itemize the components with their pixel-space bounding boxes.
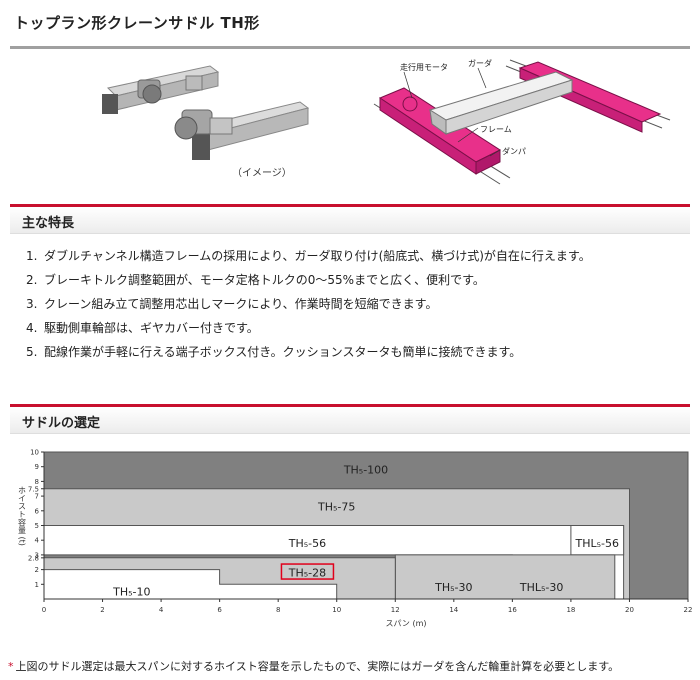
region-label-0: TH₅-100: [343, 464, 388, 477]
y-tick-label-10: 9: [35, 463, 39, 471]
footnote-marker: *: [8, 660, 14, 673]
y-tick-label-6: 6: [35, 507, 40, 515]
y-tick-label-1: 2: [35, 566, 39, 574]
region-label-2: TH₅-56: [288, 537, 326, 550]
feature-item: 1.ダブルチャンネル構造フレームの採用により、ガーダ取り付け(船底式、横づけ式)…: [26, 249, 591, 263]
y-tick-label-7: 7: [35, 493, 39, 501]
region-label-7: TH₅-10: [112, 586, 150, 599]
x-tick-label-8: 16: [508, 606, 517, 614]
y-axis-label: ホイスト容量 (t): [18, 486, 27, 546]
region-label-6: TH₅-28: [288, 567, 326, 580]
label-travel-motor: 走行用モータ: [400, 62, 448, 72]
region-label-3: THL₅-56: [575, 537, 620, 550]
features-heading: 主な特長: [22, 216, 75, 231]
x-tick-label-11: 22: [684, 606, 693, 614]
x-tick-label-7: 14: [449, 606, 458, 614]
features-section-header: 主な特長: [10, 204, 690, 234]
x-tick-label-4: 8: [276, 606, 280, 614]
region-label-1: TH₅-75: [317, 500, 355, 513]
y-tick-label-11: 10: [30, 449, 39, 457]
y-tick-label-3: 3: [35, 551, 39, 559]
feature-item: 2.ブレーキトルク調整範囲が、モータ定格トルクの0〜55%までと広く、便利です。: [26, 273, 485, 287]
region-label-4: TH₅-30: [434, 581, 472, 594]
y-tick-label-8: 7.5: [28, 485, 39, 493]
y-tick-label-2: 2.8: [28, 554, 39, 562]
y-tick-label-9: 8: [35, 478, 39, 486]
saddle-photo-illustration: [102, 65, 310, 160]
x-tick-label-1: 2: [100, 606, 104, 614]
x-tick-label-5: 10: [332, 606, 341, 614]
x-tick-label-6: 12: [391, 606, 400, 614]
label-girder: ガーダ: [468, 58, 492, 68]
selection-section-header: サドルの選定: [10, 404, 690, 434]
x-tick-label-2: 4: [159, 606, 164, 614]
region-5: [394, 554, 616, 600]
highlight-box: [280, 563, 335, 580]
region-label-5: THL₅-30: [519, 581, 564, 594]
footnote: *上図のサドル選定は最大スパンに対するホイスト容量を示したもので、実際にはガーダ…: [8, 658, 619, 674]
label-frame: フレーム: [480, 125, 512, 134]
illustration-caption: （イメージ）: [232, 168, 292, 179]
page-title: トップラン形クレーンサドル TH形: [14, 14, 260, 32]
title-divider: [10, 46, 690, 49]
region-3: [570, 525, 625, 556]
x-tick-label-9: 18: [566, 606, 575, 614]
y-tick-label-4: 4: [35, 537, 40, 545]
crane-structure-diagram: 走行用モータ ガーダ フレーム ダンパ: [373, 58, 671, 185]
saddle-unit-back: [102, 65, 220, 114]
x-tick-label-0: 0: [42, 606, 46, 614]
feature-item: 5.配線作業が手軽に行える端子ボックス付き。クッションスタータも簡単に接続できま…: [26, 345, 522, 359]
travel-motor: [402, 96, 418, 112]
selection-heading: サドルの選定: [22, 416, 101, 431]
features-list: 1.ダブルチャンネル構造フレームの採用により、ガーダ取り付け(船底式、横づけ式)…: [26, 244, 591, 364]
x-axis-label: スパン (m): [386, 619, 427, 628]
x-tick-label-3: 6: [217, 606, 222, 614]
x-tick-label-10: 20: [625, 606, 634, 614]
girder: [428, 71, 574, 135]
saddle-unit-front: [174, 101, 310, 160]
feature-item: 3.クレーン組み立て調整用芯出しマークにより、作業時間を短縮できます。: [26, 297, 438, 311]
y-tick-label-0: 1: [35, 581, 39, 589]
y-tick-label-5: 5: [35, 522, 39, 530]
label-damper: ダンパ: [502, 146, 526, 156]
feature-item: 4.駆動側車輪部は、ギヤカバー付きです。: [26, 321, 259, 335]
footnote-text: 上図のサドル選定は最大スパンに対するホイスト容量を示したもので、実際にはガーダを…: [15, 660, 620, 673]
